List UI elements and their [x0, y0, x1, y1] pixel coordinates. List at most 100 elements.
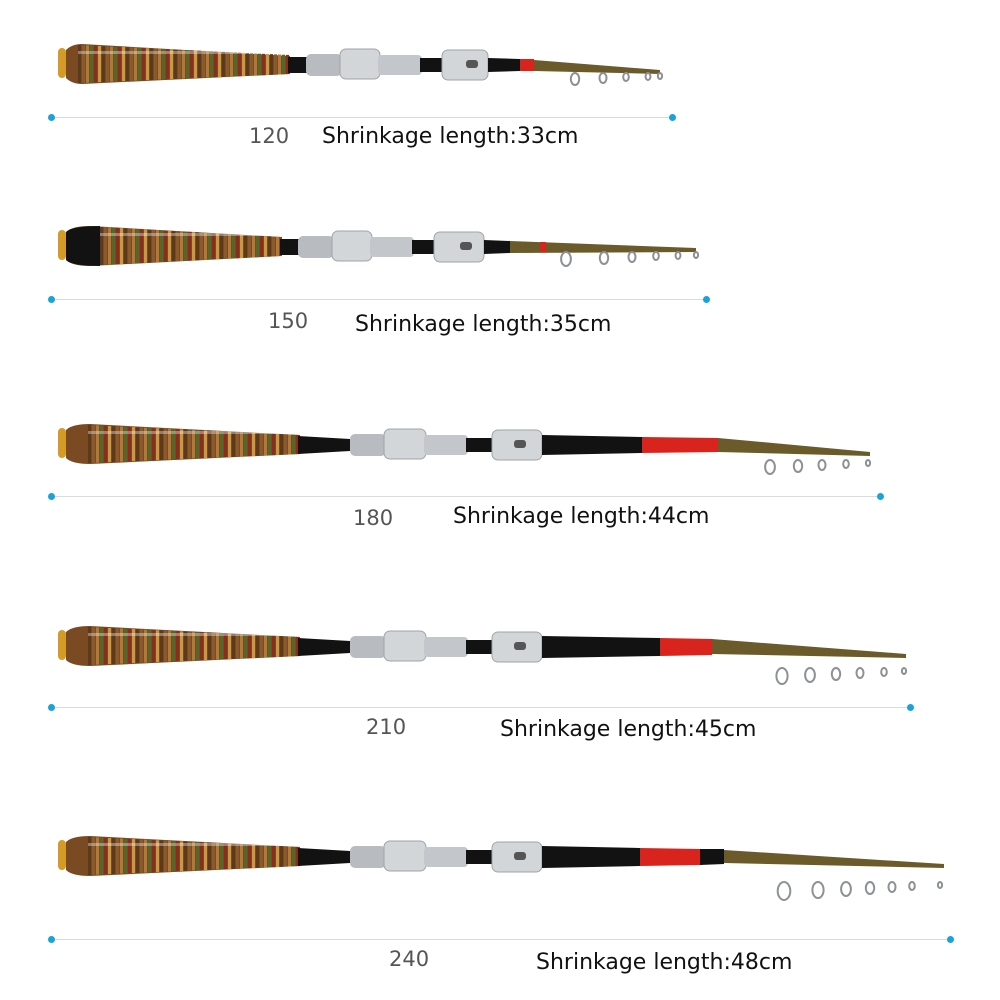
- handle-stripe: [92, 425, 95, 463]
- handle-stripe: [202, 50, 205, 78]
- handle-stripe: [154, 48, 157, 80]
- handle-stripe: [170, 49, 173, 80]
- handle-stripe: [172, 231, 175, 262]
- handle-stripe: [116, 426, 119, 462]
- handle-stripe: [264, 635, 267, 658]
- handle-stripe: [260, 635, 263, 658]
- handle-stripe: [240, 234, 243, 258]
- handle-stripe: [148, 839, 151, 873]
- shrinkage-length-label: Shrinkage length:33cm: [322, 124, 579, 149]
- handle-stripe: [228, 431, 231, 457]
- rod-150-blank: [484, 240, 700, 267]
- rod-row-120: 120 Shrinkage length:33cm: [0, 0, 1000, 200]
- handle-stripe: [138, 47, 141, 81]
- handle-stripe: [280, 846, 283, 867]
- handle-stripe: [230, 52, 233, 77]
- handle-stripe: [132, 228, 135, 264]
- handle-stripe: [212, 430, 215, 458]
- handle-stripe: [116, 628, 119, 664]
- rod-120-image: [58, 44, 664, 86]
- handle-stripe: [160, 840, 163, 872]
- rod-210-reel-seat: [350, 630, 543, 663]
- scale-dot-right-120: [669, 114, 676, 121]
- line-guide-ring: [764, 459, 776, 475]
- handle-stripe: [284, 636, 287, 657]
- handle-stripe: [152, 229, 155, 263]
- handle-highlight: [100, 233, 280, 236]
- handle-stripe: [288, 434, 291, 455]
- handle-stripe: [152, 630, 155, 663]
- handle-stripe: [224, 633, 227, 660]
- shrinkage-length-label: Shrinkage length:35cm: [355, 312, 612, 337]
- handle-stripe: [296, 636, 299, 657]
- handle-stripe: [246, 53, 249, 76]
- handle-stripe: [144, 839, 147, 873]
- rod-120-handle: [58, 44, 308, 84]
- handle-stripe: [288, 846, 291, 867]
- handle-stripe: [186, 50, 189, 79]
- handle-stripe: [104, 227, 107, 265]
- handle-stripe: [274, 54, 277, 75]
- handle-stripe: [248, 432, 251, 457]
- line-guide-ring: [880, 667, 888, 677]
- handle-stripe: [156, 428, 159, 461]
- handle-stripe: [272, 845, 275, 868]
- handle-stripe: [148, 427, 151, 461]
- handle-stripe: [192, 232, 195, 261]
- handle-stripe: [100, 837, 103, 875]
- line-guide-ring: [811, 881, 825, 899]
- handle-stripe: [244, 844, 247, 869]
- handle-stripe: [102, 46, 105, 82]
- line-guide-ring: [674, 251, 682, 260]
- line-guide-ring: [776, 881, 792, 901]
- handle-stripe: [168, 230, 171, 262]
- handle-stripe: [112, 628, 115, 664]
- handle-stripe: [114, 46, 117, 82]
- handle-stripe: [188, 429, 191, 459]
- handle-stripe: [148, 229, 151, 263]
- handle-stripe: [120, 838, 123, 874]
- shrinkage-length-label: Shrinkage length:48cm: [536, 950, 793, 975]
- handle-stripe: [220, 633, 223, 660]
- rod-240-blank: [542, 846, 944, 901]
- handle-stripe: [88, 627, 91, 665]
- handle-stripe: [172, 841, 175, 872]
- handle-stripe: [214, 51, 217, 78]
- handle-stripe: [176, 841, 179, 872]
- handle-stripe: [132, 427, 135, 462]
- handle-stripe: [92, 627, 95, 665]
- handle-stripe: [262, 53, 265, 76]
- handle-stripe: [208, 233, 211, 260]
- handle-stripe: [292, 846, 295, 867]
- handle-stripe: [286, 54, 289, 75]
- handle-stripe: [178, 49, 181, 79]
- handle-stripe: [176, 631, 179, 662]
- handle-stripe: [168, 840, 171, 872]
- handle-stripe: [252, 844, 255, 868]
- scale-dot-right-210: [907, 704, 914, 711]
- rod-size-label: 150: [268, 309, 309, 333]
- line-guide-ring: [840, 881, 852, 897]
- handle-stripe: [162, 49, 165, 80]
- handle-stripe: [220, 843, 223, 870]
- handle-stripe: [92, 837, 95, 875]
- handle-stripe: [264, 433, 267, 456]
- handle-stripe: [140, 427, 143, 461]
- handle-stripe: [180, 631, 183, 662]
- handle-stripe: [292, 636, 295, 657]
- handle-stripe: [128, 426, 131, 462]
- handle-stripe: [272, 433, 275, 456]
- handle-stripe: [212, 233, 215, 260]
- handle-stripe: [108, 627, 111, 665]
- line-guide-ring: [817, 459, 827, 471]
- handle-stripe: [200, 430, 203, 459]
- handle-stripe: [100, 227, 103, 265]
- handle-stripe: [156, 840, 159, 873]
- handle-stripe: [128, 628, 131, 664]
- rod-150-image: [58, 226, 700, 267]
- handle-stripe: [252, 432, 255, 456]
- handle-stripe: [180, 231, 183, 261]
- line-guide-ring: [560, 251, 572, 267]
- handle-stripe: [150, 48, 153, 80]
- handle-stripe: [218, 51, 221, 77]
